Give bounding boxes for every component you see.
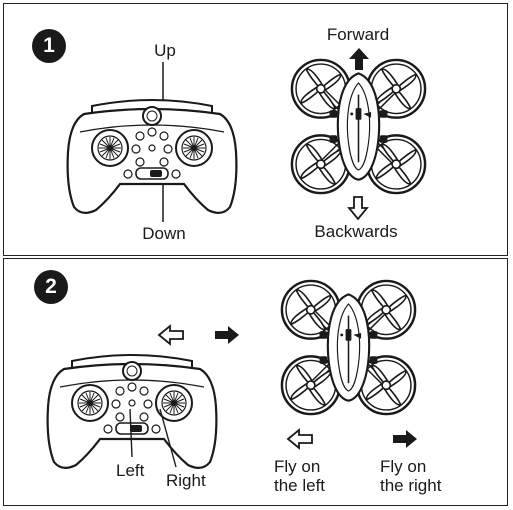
backwards-label: Backwards [314, 222, 398, 241]
arrow-right-icon [215, 326, 239, 344]
fly-right-label-line-2: the right [380, 476, 442, 495]
remote-controller-icon [62, 92, 242, 217]
arrow-down-icon [347, 196, 369, 221]
right-label: Right [166, 471, 206, 490]
drone-icon [276, 275, 421, 420]
arrow-right-icon [393, 430, 417, 448]
arrow-left-icon [157, 324, 184, 346]
left-label: Left [116, 461, 145, 480]
step-badge: 2 [34, 270, 68, 304]
drone-icon [286, 54, 431, 199]
up-label: Up [154, 41, 176, 60]
panel-step-1: 1 Up Down Forward Backwards [3, 3, 508, 256]
arrow-left-icon [286, 428, 313, 450]
panel-step-2: 2 Left Right Fly on the left Fly on the … [3, 258, 508, 506]
roll-indicator-lines [129, 408, 177, 468]
step-badge: 1 [32, 29, 66, 63]
fly-left-label-line-1: Fly on [274, 457, 321, 476]
fly-left-label-line-2: the left [274, 476, 326, 495]
arrow-up-icon [349, 48, 369, 70]
fly-right-label-line-1: Fly on [380, 457, 427, 476]
forward-label: Forward [326, 25, 390, 44]
down-label: Down [142, 224, 186, 243]
